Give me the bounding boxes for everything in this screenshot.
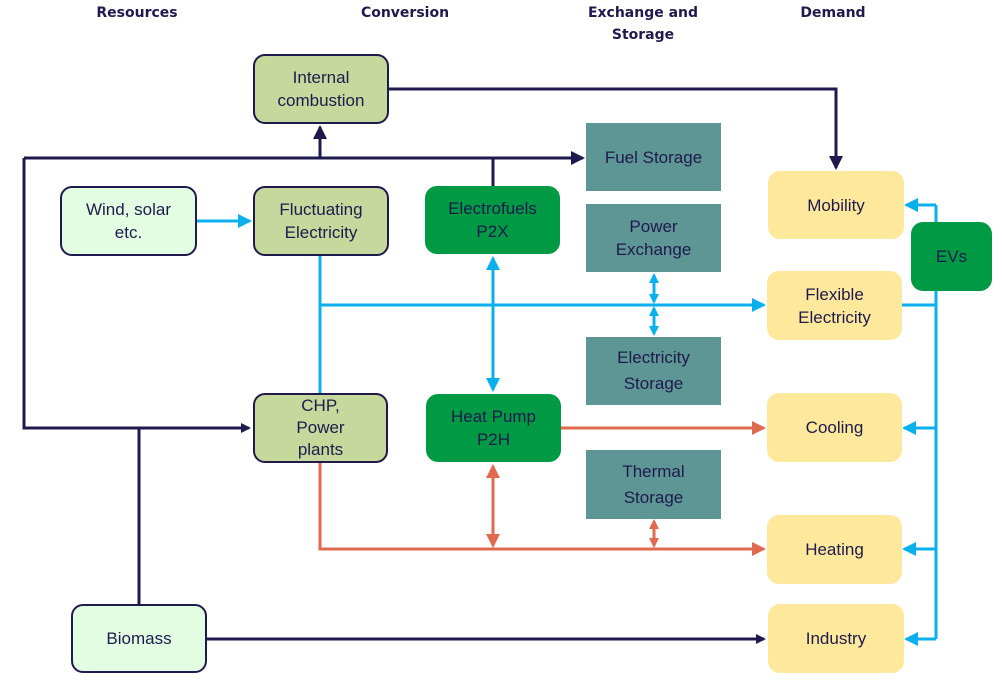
node-fuel-storage: Fuel Storage [586,123,721,191]
flexible-electricity-label: Flexible Electricity [798,284,871,327]
heat-pump-label-line1: Heat Pump [450,407,537,426]
line-fuel-bus-top [22,158,251,433]
wind-solar-label: Wind, solar etc. [85,200,172,242]
node-cooling: Cooling [767,393,902,462]
header-conversion: Conversion [360,5,450,21]
chp-label: CHP, Power plants [296,396,345,459]
header-resources: Resources [96,5,178,21]
evs-label: EVs [935,247,968,266]
fluctuating-electricity-label: Fluctuating Electricity [279,200,363,242]
header-exchange-storage: Exchange and Storage [573,2,713,46]
line-chp-heat [318,462,766,556]
node-thermal-storage: Thermal Storage [586,450,721,519]
node-power-exchange: Power Exchange [586,204,721,272]
mobility-label: Mobility [807,195,865,215]
thermal-storage-label-line2: Storage [623,487,684,507]
header-demand: Demand [800,5,866,21]
internal-combustion-label: Internal combustion [277,68,365,110]
cooling-label: Cooling [805,418,864,437]
node-industry: Industry [768,604,904,673]
node-mobility: Mobility [768,171,904,239]
heating-label: Heating [805,540,864,559]
power-exchange-label: Power Exchange [615,217,692,259]
node-biomass: Biomass [71,604,207,673]
node-electrofuels: Electrofuels P2X [425,186,560,254]
industry-label: Industry [805,629,867,648]
header-exchange-line1: Exchange and [587,5,699,21]
thermal-storage-label-line1: Thermal [622,461,685,481]
header-exchange-line2: Storage [611,27,675,43]
heat-pump-label-line2: P2H [476,430,511,449]
electrofuels-label-line2: P2X [476,222,509,241]
node-flexible-electricity: Flexible Electricity [767,271,902,340]
electrofuels-label-line1: Electrofuels [448,199,537,218]
node-electricity-storage: Electricity Storage [586,337,721,405]
node-chp-power-plants: CHP, Power plants [253,393,388,463]
node-heating: Heating [767,515,902,584]
fuel-storage-label: Fuel Storage [604,147,703,167]
node-fluctuating-electricity: Fluctuating Electricity [253,186,389,256]
electricity-storage-label-line2: Storage [623,374,684,393]
node-internal-combustion: Internal combustion [253,54,389,124]
node-evs: EVs [911,222,992,291]
node-heat-pump: Heat Pump P2H [426,394,561,462]
line-combustion-mobility [388,87,843,170]
electricity-storage-label-line1: Electricity [617,348,690,367]
biomass-label: Biomass [106,629,172,648]
node-wind-solar: Wind, solar etc. [60,186,197,256]
